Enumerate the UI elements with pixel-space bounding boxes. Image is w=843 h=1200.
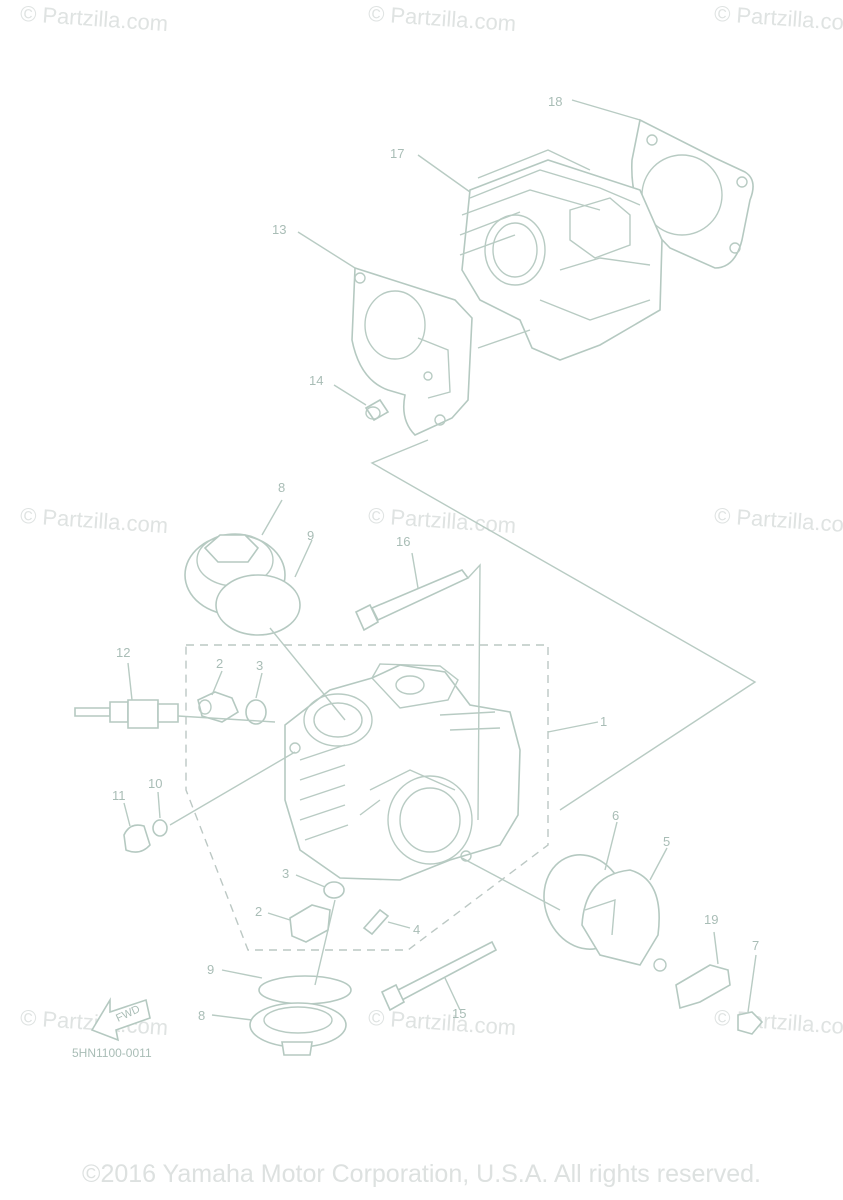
callout-7[interactable]: 7 bbox=[752, 938, 759, 953]
part-19-bracket[interactable] bbox=[675, 964, 731, 1010]
leader-9 bbox=[221, 969, 263, 979]
callout-9[interactable]: 9 bbox=[307, 528, 314, 543]
part-2-plug-upper[interactable] bbox=[197, 691, 240, 723]
callout-9[interactable]: 9 bbox=[207, 962, 214, 977]
copyright-notice: ©2016 Yamaha Motor Corporation, U.S.A. A… bbox=[82, 1160, 761, 1188]
leader-3 bbox=[255, 672, 263, 699]
leader-17 bbox=[417, 154, 471, 193]
leader-7 bbox=[747, 954, 757, 1013]
callout-12[interactable]: 12 bbox=[116, 645, 130, 660]
leader-19 bbox=[713, 931, 719, 965]
fwd-arrow-icon: FWD bbox=[90, 997, 151, 1042]
leader-9 bbox=[294, 539, 313, 578]
leader-11 bbox=[123, 802, 131, 827]
part-9-o-ring-upper[interactable] bbox=[215, 574, 301, 636]
part-4-stud[interactable] bbox=[362, 908, 390, 936]
callout-5[interactable]: 5 bbox=[663, 834, 670, 849]
part-15-bolt[interactable] bbox=[380, 940, 498, 1012]
part-16-bolt[interactable] bbox=[354, 569, 470, 632]
leader-13 bbox=[297, 231, 356, 269]
leader-18 bbox=[571, 99, 641, 121]
part-5-side-cover[interactable] bbox=[581, 869, 667, 972]
callout-17[interactable]: 17 bbox=[390, 146, 404, 161]
part-3-o-ring-lower[interactable] bbox=[323, 881, 345, 899]
part-10-washer[interactable] bbox=[152, 819, 168, 837]
part-17-cylinder[interactable] bbox=[459, 149, 663, 361]
leader-2 bbox=[267, 912, 291, 921]
leader-2 bbox=[211, 670, 223, 696]
assembly-box bbox=[185, 644, 549, 951]
part-12-spark-plug[interactable] bbox=[74, 699, 179, 729]
callout-6[interactable]: 6 bbox=[612, 808, 619, 823]
part-13-gasket[interactable] bbox=[351, 266, 473, 436]
callout-1[interactable]: 1 bbox=[600, 714, 607, 729]
leader-12 bbox=[127, 662, 133, 701]
leader-1 bbox=[547, 721, 599, 733]
callout-13[interactable]: 13 bbox=[272, 222, 286, 237]
callout-10[interactable]: 10 bbox=[148, 776, 162, 791]
leader-3 bbox=[295, 874, 326, 888]
leader-6 bbox=[604, 821, 618, 871]
centerline bbox=[467, 563, 481, 821]
callout-14[interactable]: 14 bbox=[309, 373, 323, 388]
part-1-cylinder-head[interactable] bbox=[284, 663, 521, 881]
callout-19[interactable]: 19 bbox=[704, 912, 718, 927]
assembly-line bbox=[370, 439, 757, 811]
callout-4[interactable]: 4 bbox=[413, 922, 420, 937]
leader-15 bbox=[444, 977, 461, 1011]
part-7-bolt[interactable] bbox=[737, 1011, 764, 1035]
part-2-plug-lower[interactable] bbox=[289, 904, 331, 943]
leader-8 bbox=[211, 1014, 253, 1021]
assembly-line bbox=[477, 329, 531, 349]
leader-10 bbox=[157, 791, 161, 819]
diagram-code: 5HN1100-0011 bbox=[72, 1046, 152, 1060]
part-3-o-ring-upper[interactable] bbox=[245, 699, 267, 725]
part-8-cap-lower[interactable] bbox=[249, 1002, 347, 1056]
callout-11[interactable]: 11 bbox=[112, 788, 126, 803]
leader-5 bbox=[649, 847, 668, 881]
callout-3[interactable]: 3 bbox=[282, 866, 289, 881]
centerline bbox=[269, 627, 346, 721]
callout-3[interactable]: 3 bbox=[256, 658, 263, 673]
leader-4 bbox=[387, 921, 411, 929]
part-9-o-ring-lower[interactable] bbox=[258, 975, 352, 1005]
callout-2[interactable]: 2 bbox=[255, 904, 262, 919]
part-11-cap-nut[interactable] bbox=[123, 824, 151, 853]
part-14-dowel-pin[interactable] bbox=[364, 398, 390, 422]
leader-14 bbox=[333, 384, 367, 406]
leader-8 bbox=[261, 499, 283, 536]
callout-15[interactable]: 15 bbox=[452, 1006, 466, 1021]
centerline bbox=[169, 751, 296, 826]
leader-16 bbox=[411, 552, 419, 589]
callout-8[interactable]: 8 bbox=[278, 480, 285, 495]
centerline bbox=[177, 715, 276, 723]
callout-16[interactable]: 16 bbox=[396, 534, 410, 549]
callout-8[interactable]: 8 bbox=[198, 1008, 205, 1023]
centerline bbox=[314, 899, 336, 986]
callout-18[interactable]: 18 bbox=[548, 94, 562, 109]
centerline bbox=[461, 857, 561, 911]
callout-2[interactable]: 2 bbox=[216, 656, 223, 671]
